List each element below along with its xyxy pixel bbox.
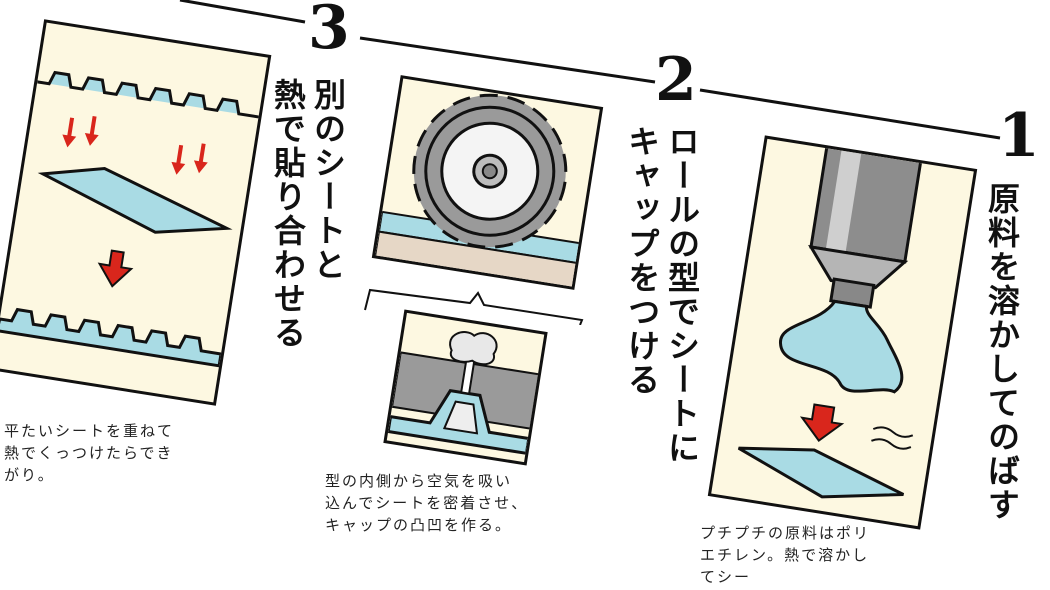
- title-line: 熱で貼り合わせる: [269, 78, 307, 350]
- step-1-caption: プチプチの原料はポリ エチレン。熱で溶かし てシー: [700, 522, 870, 588]
- step-3-title: 別のシートと 熱で貼り合わせる: [268, 78, 348, 350]
- caption-line: がり。: [4, 466, 55, 484]
- step-2-title: ロールの型でシートに キャップをつける: [622, 125, 702, 465]
- caption-line: 熱でくっつけたらでき: [4, 444, 174, 462]
- caption-line: キャップの凸凹を作る。: [325, 516, 513, 534]
- step-1-number: 1: [998, 101, 1040, 171]
- gear-icon: [412, 93, 568, 249]
- step-3-caption: 平たいシートを重ねて 熱でくっつけたらでき がり。: [4, 420, 174, 486]
- title-line: 別のシートと: [309, 78, 347, 282]
- step-1-panel: [707, 135, 978, 530]
- caption-line: エチレン。熱で溶かし: [700, 546, 870, 564]
- caption-line: プチプチの原料はポリ: [700, 524, 871, 542]
- title-line: ロールの型でシートに: [663, 125, 701, 465]
- step-3-panel: [0, 19, 272, 406]
- step-3-number: 3: [308, 0, 350, 63]
- caption-line: てシー: [700, 568, 752, 586]
- caption-line: 込んでシートを密着させ、: [325, 494, 529, 512]
- step-2-caption: 型の内側から空気を吸い 込んでシートを密着させ、 キャップの凸凹を作る。: [325, 470, 528, 536]
- melting-nozzle-illustration: [737, 138, 924, 499]
- step-2-panel: [371, 75, 604, 290]
- zoom-bracket: [364, 288, 584, 325]
- roll-mold-illustration: [375, 93, 586, 288]
- caption-line: 型の内側から空気を吸い: [325, 472, 513, 490]
- down-arrow-icon: [62, 115, 208, 175]
- vacuum-detail-illustration: [386, 331, 541, 456]
- down-arrow-icon: [799, 403, 845, 443]
- step-1-title: 原料を溶かしてのばす: [983, 182, 1021, 522]
- laminate-sheets-illustration: [0, 70, 259, 368]
- down-arrow-icon: [97, 249, 134, 288]
- step-2-detail-panel: [383, 309, 548, 466]
- caption-line: 平たいシートを重ねて: [4, 422, 175, 440]
- title-line: キャップをつける: [623, 125, 661, 397]
- step-2-number: 2: [655, 45, 697, 115]
